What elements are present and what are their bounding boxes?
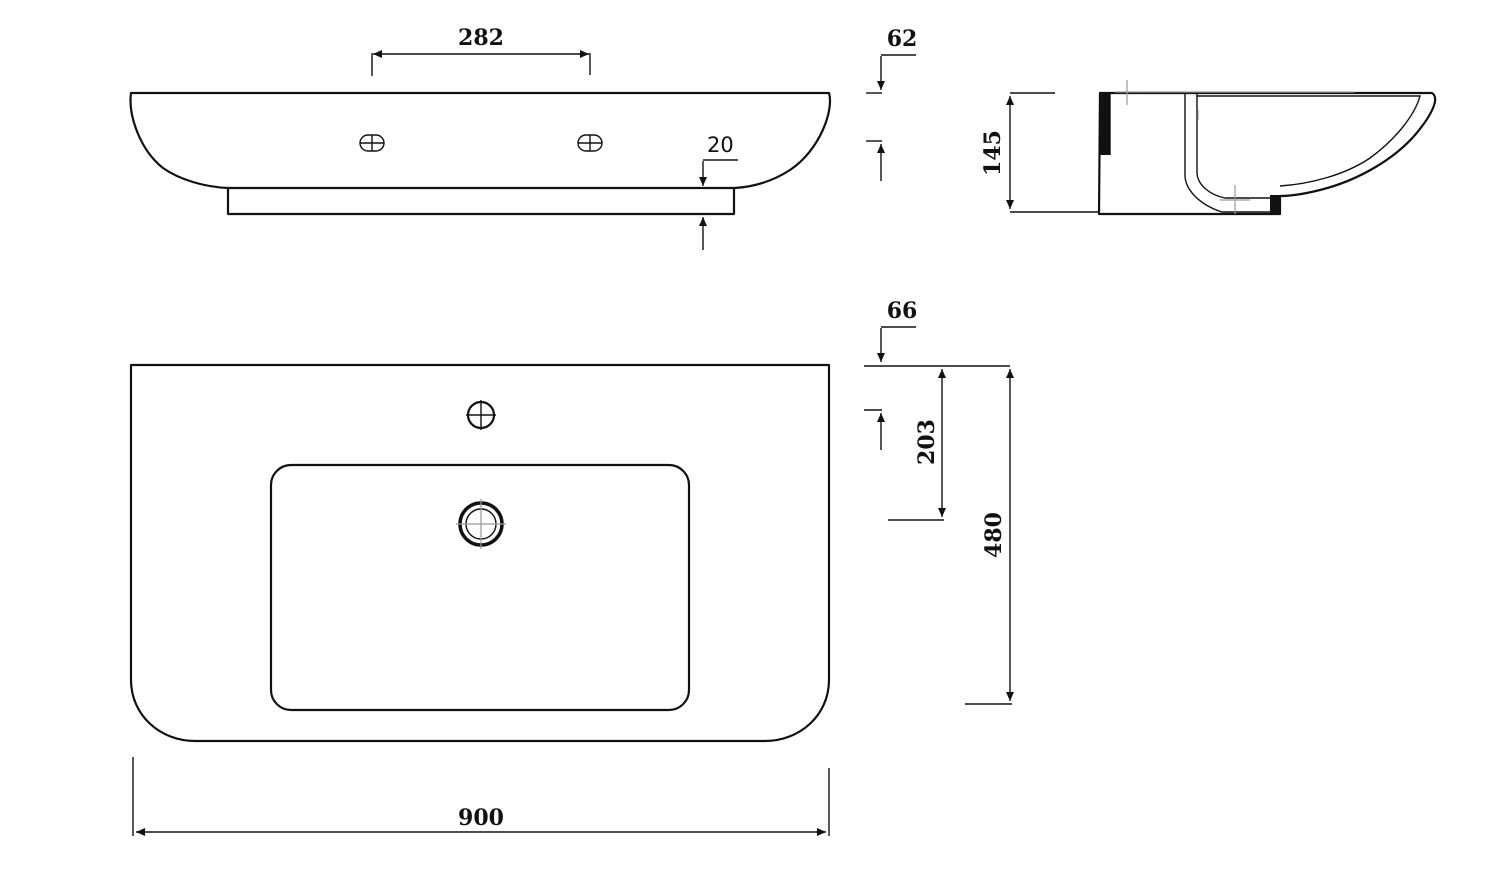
plan-bowl bbox=[269, 463, 691, 712]
dimension-145: 145 bbox=[980, 92, 1098, 213]
tap-hole-icon bbox=[466, 400, 496, 430]
side-elevation-basin-curve bbox=[1197, 95, 1421, 187]
dimension-480: 480 bbox=[965, 369, 1014, 705]
dimension-282-label: 282 bbox=[458, 25, 504, 51]
side-elevation-wall-bracket bbox=[1100, 93, 1110, 155]
dimension-900: 900 bbox=[132, 757, 830, 836]
dimension-282: 282 bbox=[371, 25, 591, 76]
plan-outline bbox=[129, 363, 831, 743]
dimension-62: 62 bbox=[866, 26, 917, 181]
dimension-66: 66 bbox=[864, 298, 1010, 450]
plan-view: 66 203 480 900 bbox=[129, 298, 1014, 836]
dimension-145-label: 145 bbox=[980, 130, 1006, 176]
side-elevation-waste bbox=[1270, 195, 1281, 214]
dimension-20-label: 20 bbox=[707, 133, 734, 157]
dimension-900-label: 900 bbox=[458, 805, 504, 831]
dimension-62-label: 62 bbox=[887, 26, 918, 52]
dimension-203-label: 203 bbox=[914, 419, 940, 465]
dimension-480-label: 480 bbox=[981, 512, 1007, 558]
waste-drain-icon bbox=[456, 499, 506, 549]
tap-hole-left-icon bbox=[359, 134, 385, 152]
dimension-66-label: 66 bbox=[887, 298, 918, 324]
side-elevation-outer-outline bbox=[1097, 91, 1437, 216]
side-elevation-view: 145 bbox=[980, 80, 1437, 216]
front-elevation-view: 282 20 62 bbox=[129, 25, 917, 250]
front-elevation-plinth bbox=[226, 186, 736, 216]
front-elevation-basin-outline bbox=[129, 91, 832, 190]
side-elevation-inner-bowl-2 bbox=[1196, 93, 1280, 199]
dimension-20: 20 bbox=[699, 133, 738, 250]
side-elevation-inner-bowl bbox=[1184, 93, 1280, 213]
tap-hole-right-icon bbox=[577, 134, 603, 152]
dimension-203: 203 bbox=[888, 369, 946, 521]
